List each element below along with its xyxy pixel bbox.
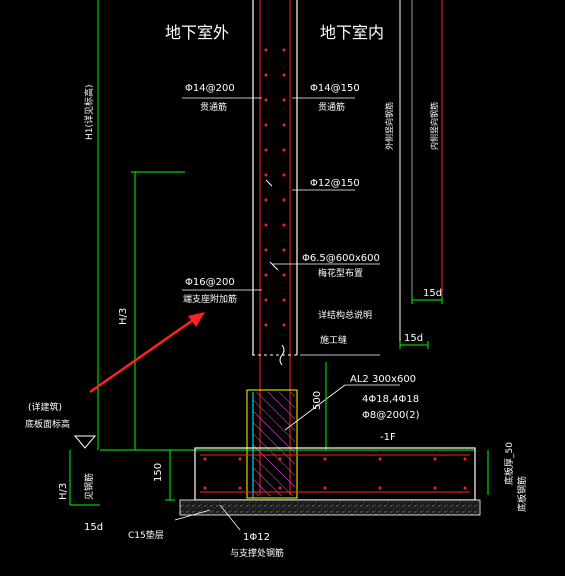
beam-al2-outline: [246, 389, 298, 499]
label-bottom-bar: 1Φ12: [243, 532, 270, 543]
label-dim-h3: H/3: [118, 308, 129, 325]
beam-al2-hatch: [253, 392, 295, 496]
c15-cushion: [179, 499, 481, 516]
label-outer-vertical-note: 外侧竖向钢筋: [384, 102, 394, 150]
label-slab-rebar: 底板钢筋: [516, 476, 528, 512]
label-tie-bar: Φ6.5@600x600: [302, 253, 380, 264]
label-h1-vertical: H1(详见标高): [83, 84, 95, 140]
label-beam-rebar-1: 4Φ18,4Φ18: [362, 394, 419, 405]
joint-wave-mark: [279, 344, 285, 366]
label-beam-floor: -1F: [380, 432, 396, 443]
label-outside: 地下室外: [165, 23, 229, 42]
label-beam-name: AL2 300x600: [350, 374, 416, 385]
label-beam-rebar-2: Φ8@200(2): [362, 410, 420, 421]
label-bar-out-1-note: 贯通筋: [200, 101, 227, 113]
label-bar-in-2: Φ12@150: [310, 178, 360, 189]
label-backfill-1: (详建筑): [28, 401, 62, 413]
label-bar-out-2-note: 端支座附加筋: [183, 293, 237, 305]
label-inner-vertical-note: 内侧竖向钢筋: [429, 102, 439, 150]
wall-rebar-dots: [264, 48, 286, 327]
label-dim-h3-lower: H/3: [58, 483, 69, 500]
label-slab-thickness: 底板厚_50: [503, 442, 515, 485]
dim-15d-lower-marker: [399, 341, 429, 349]
label-bar-out-1: Φ14@200: [185, 83, 235, 94]
dim-15d-upper-marker: [411, 296, 443, 304]
label-15d-upper: 15d: [423, 288, 442, 299]
label-dim-500: 500: [312, 391, 323, 410]
dim-150: [165, 449, 175, 501]
label-bar-out-2: Φ16@200: [185, 277, 235, 288]
label-bottom-bar-note: 与支撑处钢筋: [230, 547, 284, 559]
label-dim-15d-bottom: 15d: [84, 522, 103, 533]
bottom-leaders: [174, 504, 241, 531]
label-bar-in-1-note: 贯通筋: [318, 101, 345, 113]
label-leaders: [182, 97, 400, 431]
label-tie-bar-note: 梅花型布置: [318, 267, 363, 279]
h3-dimension: [131, 171, 185, 450]
label-construction-joint-ref: 详结构总说明: [318, 309, 372, 321]
label-dim-150: 150: [153, 463, 164, 482]
tie-bar-marks: [265, 179, 279, 271]
slab-rebar-dots: [203, 457, 467, 490]
red-arrow-shaft: [89, 316, 197, 394]
red-arrow-head: [188, 312, 205, 327]
label-backfill-2: 底板面标高: [25, 418, 70, 430]
elevation-marker: [73, 435, 97, 449]
dim-h3-lower: [69, 450, 100, 506]
label-anchor-note: 见钢筋: [83, 473, 95, 500]
label-15d-lower: 15d: [404, 333, 423, 344]
label-inside: 地下室内: [320, 23, 384, 42]
label-bar-in-1: Φ14@150: [310, 83, 360, 94]
label-cushion: C15垫层: [128, 529, 164, 541]
label-construction-joint: 施工缝: [320, 334, 347, 346]
